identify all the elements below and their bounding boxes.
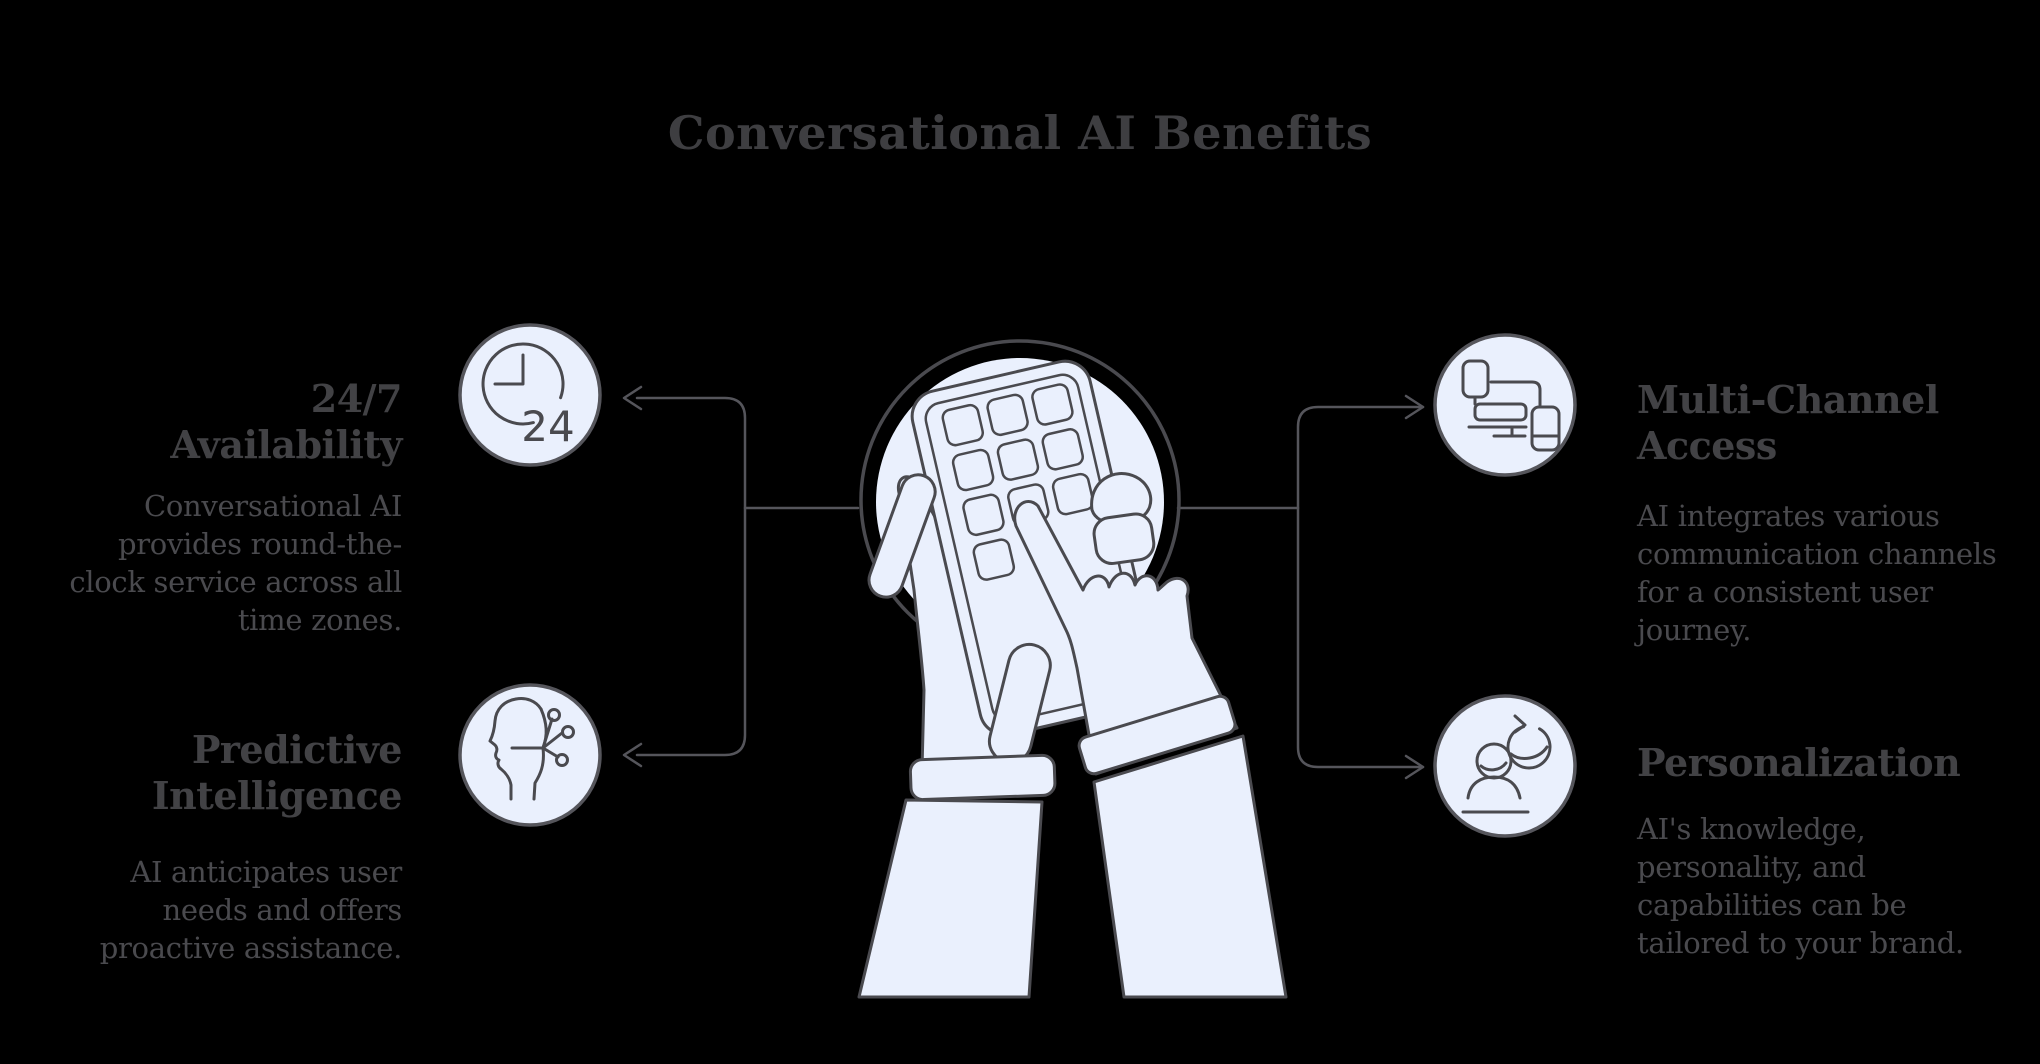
svg-text:24: 24 — [521, 402, 574, 451]
hands-phone-illustration — [857, 339, 1288, 999]
benefit-body-availability: Conversational AI provides round-the- cl… — [69, 489, 402, 637]
page-title: Conversational AI Benefits — [667, 106, 1373, 160]
benefit-body-personalization: AI's knowledge, personality, and capabil… — [1637, 812, 1964, 960]
person-refresh-icon — [1433, 694, 1577, 838]
clock-24-icon: 24 — [458, 323, 602, 467]
arrow-left-bottom-icon — [622, 742, 643, 768]
arrow-right-top-icon — [1404, 394, 1425, 420]
arrow-left-top-icon — [622, 385, 643, 411]
multi-device-icon — [1433, 333, 1577, 477]
benefit-heading-availability: 24/7 Availability — [170, 376, 402, 467]
predictive-head-icon — [458, 683, 602, 827]
benefit-heading-multichannel: Multi-Channel Access — [1637, 377, 1939, 468]
benefit-body-predictive: AI anticipates user needs and offers pro… — [99, 855, 403, 965]
benefit-heading-personalization: Personalization — [1637, 740, 1961, 785]
benefit-heading-predictive: Predictive Intelligence — [151, 727, 403, 818]
benefit-body-multichannel: AI integrates various communication chan… — [1637, 499, 1997, 647]
arrow-right-bottom-icon — [1404, 754, 1425, 780]
